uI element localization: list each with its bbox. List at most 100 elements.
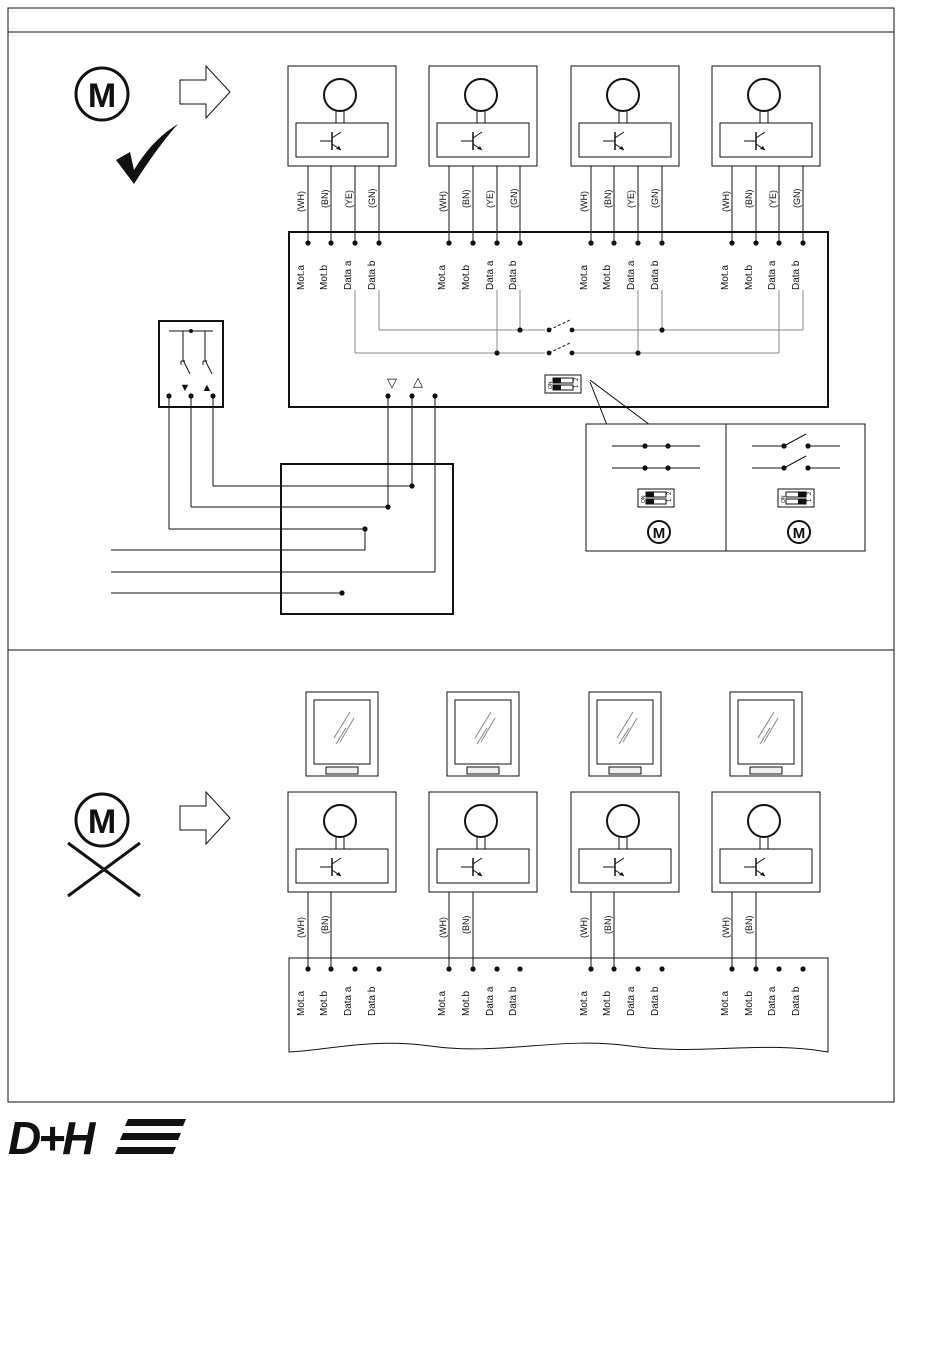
wire-label: (WH): [296, 191, 306, 212]
terminal-label: Data a: [485, 986, 496, 1016]
terminal-label: Data b: [367, 986, 378, 1016]
dip-switch: ON 1 2: [544, 374, 582, 394]
terminal-label: Mot.a: [437, 265, 448, 290]
triangle-down-icon: ▽: [387, 375, 397, 390]
wire-label: (BN): [603, 190, 613, 209]
terminal-label: Data a: [626, 986, 637, 1016]
terminal-label: Data b: [508, 260, 519, 290]
terminal-label: Data a: [767, 260, 778, 290]
terminal-label: Mot.a: [579, 265, 590, 290]
wire-label: (YE): [344, 190, 354, 208]
terminal-label: Mot.b: [744, 991, 755, 1016]
dip-2-label: 2: [667, 491, 673, 495]
wires-bottom: [307, 892, 757, 969]
actuator-top-3: [570, 65, 680, 167]
window-3: [588, 691, 662, 777]
wire-label: (WH): [438, 191, 448, 212]
terminal-labels-top: Mot.a Mot.b Data a Data b Mot.a Mot.b Da…: [296, 260, 802, 290]
direction-inputs: ▽ △: [385, 374, 438, 399]
wire-label: (BN): [461, 190, 471, 209]
terminal-label: Data a: [485, 260, 496, 290]
wire-labels-bottom: (WH) (BN) (WH) (BN) (WH) (BN) (WH) (BN): [296, 916, 754, 939]
terminal-label: Data b: [650, 986, 661, 1016]
terminal-label: Data b: [367, 260, 378, 290]
dip-on-label: ON: [781, 495, 787, 503]
dip-2-label: 2: [574, 377, 580, 381]
terminal-label: Mot.b: [461, 991, 472, 1016]
terminal-label: Mot.a: [720, 265, 731, 290]
wire-label: (BN): [320, 916, 330, 935]
terminal-label: Mot.a: [296, 265, 307, 290]
motor-crossed-icon: M: [67, 792, 141, 898]
window-4: [729, 691, 803, 777]
wire-label: (WH): [721, 917, 731, 938]
terminal-label: Mot.a: [720, 991, 731, 1016]
wire-label: (WH): [296, 917, 306, 938]
wire-label: (GN): [792, 189, 802, 209]
dip-on-label: ON: [548, 381, 554, 389]
outer-frame: [7, 7, 895, 1103]
actuator-top-2: [428, 65, 538, 167]
actuator-top-4: [711, 65, 821, 167]
dip-1-label: 1: [574, 384, 580, 388]
terminal-label: Mot.b: [319, 991, 330, 1016]
junction-box: [280, 463, 454, 615]
terminal-label: Data b: [508, 986, 519, 1016]
dip-1-label: 1: [807, 498, 813, 502]
arrow-up-icon: ▲: [202, 382, 213, 394]
wires-top: [307, 166, 804, 243]
wire-label: (YE): [768, 190, 778, 208]
window-2: [446, 691, 520, 777]
actuator-bottom-2: [428, 791, 538, 893]
actuator-top-1: [287, 65, 397, 167]
checkmark-icon: [116, 124, 178, 184]
wire-label: (GN): [509, 189, 519, 209]
actuator-bottom-3: [570, 791, 680, 893]
motor-symbol: M: [653, 525, 666, 542]
terminal-label: Mot.b: [319, 265, 330, 290]
pushbutton-switch: ▼ ▲: [158, 320, 224, 408]
wire-label: (GN): [650, 189, 660, 209]
wire-label: (WH): [438, 917, 448, 938]
dip-1-label: 1: [667, 498, 673, 502]
dip-zoom-box: ON 1 2 ON 1 2 M M: [585, 423, 866, 552]
dip-2-label: 2: [807, 491, 813, 495]
wire-label: (WH): [579, 917, 589, 938]
terminal-label: Mot.a: [296, 991, 307, 1016]
terminal-labels-bottom: Mot.a Mot.b Data a Data b Mot.a Mot.b Da…: [296, 986, 802, 1016]
terminal-label: Mot.b: [461, 265, 472, 290]
terminal-label: Mot.a: [437, 991, 448, 1016]
wire-label: (YE): [485, 190, 495, 208]
control-unit-bottom: [288, 957, 829, 1053]
motor-correct-icon: M: [74, 66, 130, 122]
arrow-right-icon: [179, 64, 231, 120]
dh-logo: D+H: [8, 1112, 186, 1164]
motor-symbol: M: [793, 525, 806, 542]
data-bus-wiring: [354, 290, 804, 354]
wire-label: (BN): [603, 916, 613, 935]
terminal-label: Data b: [791, 260, 802, 290]
terminal-label: Data b: [650, 260, 661, 290]
dip-callout: [589, 379, 651, 426]
wire-label: (BN): [744, 916, 754, 935]
control-unit-top: [288, 231, 829, 408]
external-wiring: [111, 396, 436, 594]
motor-symbol: M: [88, 803, 116, 841]
arrow-down-icon: ▼: [180, 382, 191, 394]
terminal-label: Data a: [343, 986, 354, 1016]
wire-labels-top: (WH) (BN) (YE) (GN) (WH) (BN) (YE) (GN) …: [296, 189, 802, 213]
terminal-dots-bottom: [305, 966, 806, 972]
wire-label: (WH): [721, 191, 731, 212]
terminal-label: Data b: [791, 986, 802, 1016]
triangle-up-icon: △: [413, 374, 423, 389]
actuator-bottom-4: [711, 791, 821, 893]
window-1: [305, 691, 379, 777]
terminal-label: Mot.b: [744, 265, 755, 290]
wire-label: (BN): [461, 916, 471, 935]
wire-label: (WH): [579, 191, 589, 212]
terminal-dots-top: [305, 240, 806, 246]
terminal-label: Mot.b: [602, 991, 613, 1016]
terminal-label: Data a: [767, 986, 778, 1016]
actuator-bottom-1: [287, 791, 397, 893]
